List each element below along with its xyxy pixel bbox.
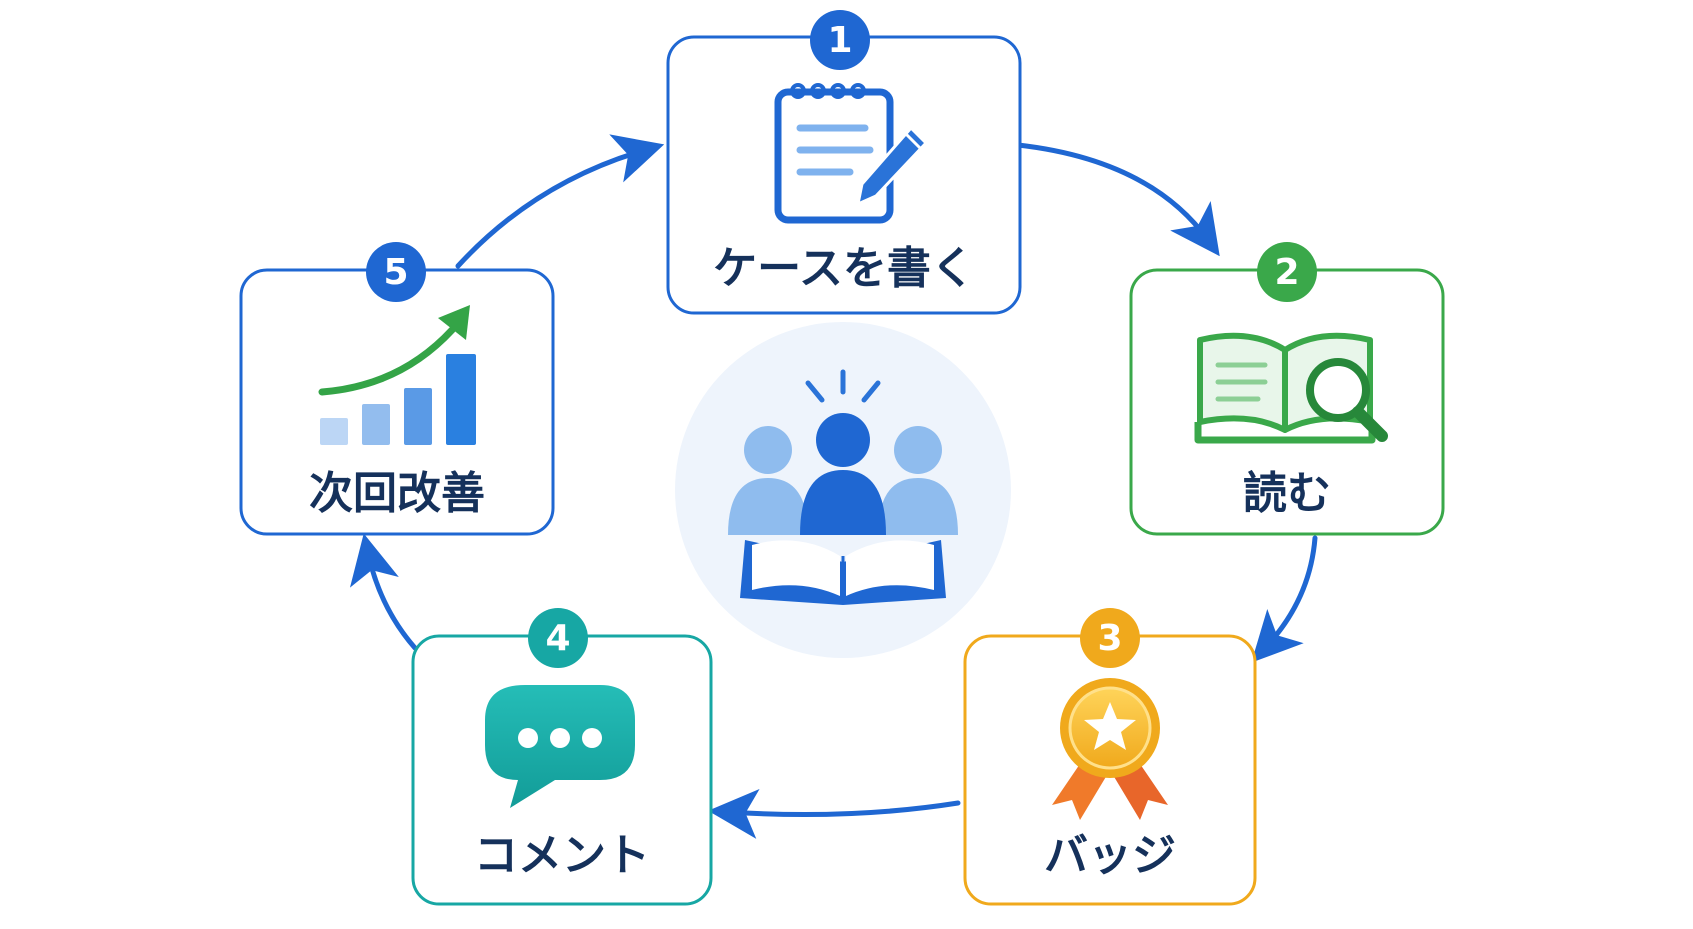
step-4-badge xyxy=(528,608,588,668)
notepad-pencil-icon xyxy=(774,83,929,224)
arrow-2-to-3 xyxy=(1251,535,1318,663)
step-4-label: コメント xyxy=(474,830,650,881)
step-5-label: 次回改善 xyxy=(309,468,485,519)
chat-bubble-icon xyxy=(485,685,635,808)
step-card-3: バッジ 3 xyxy=(963,608,1257,906)
step-2-badge xyxy=(1257,242,1317,302)
step-3-label: バッジ xyxy=(1044,830,1176,881)
step-1-badge xyxy=(810,10,870,70)
step-5-badge xyxy=(366,242,426,302)
step-2-number: 2 xyxy=(1274,252,1299,293)
arrow-5-to-1 xyxy=(455,134,665,269)
book-magnifier-icon xyxy=(1194,332,1388,444)
arrow-4-to-5 xyxy=(349,533,418,651)
step-card-5: 次回改善 5 xyxy=(239,242,555,536)
medal-star-icon xyxy=(1052,678,1168,820)
step-1-label: ケースを書く xyxy=(713,243,975,294)
step-2-label: 読む xyxy=(1243,468,1331,519)
cycle-arrows xyxy=(349,134,1318,839)
group-reading-book-icon xyxy=(728,369,958,605)
step-3-number: 3 xyxy=(1097,618,1122,659)
step-card-1: ケースを書く 1 xyxy=(666,10,1022,315)
step-card-2: 読む 2 xyxy=(1129,242,1445,536)
arrow-1-to-2 xyxy=(1015,142,1220,257)
arrow-3-to-4 xyxy=(708,789,961,839)
step-1-number: 1 xyxy=(827,20,852,61)
step-card-4: コメント 4 xyxy=(411,608,713,906)
step-5-number: 5 xyxy=(383,252,408,293)
center-illustration xyxy=(675,322,1011,658)
step-4-number: 4 xyxy=(545,618,570,659)
growth-chart-icon xyxy=(318,305,476,445)
step-3-badge xyxy=(1080,608,1140,668)
